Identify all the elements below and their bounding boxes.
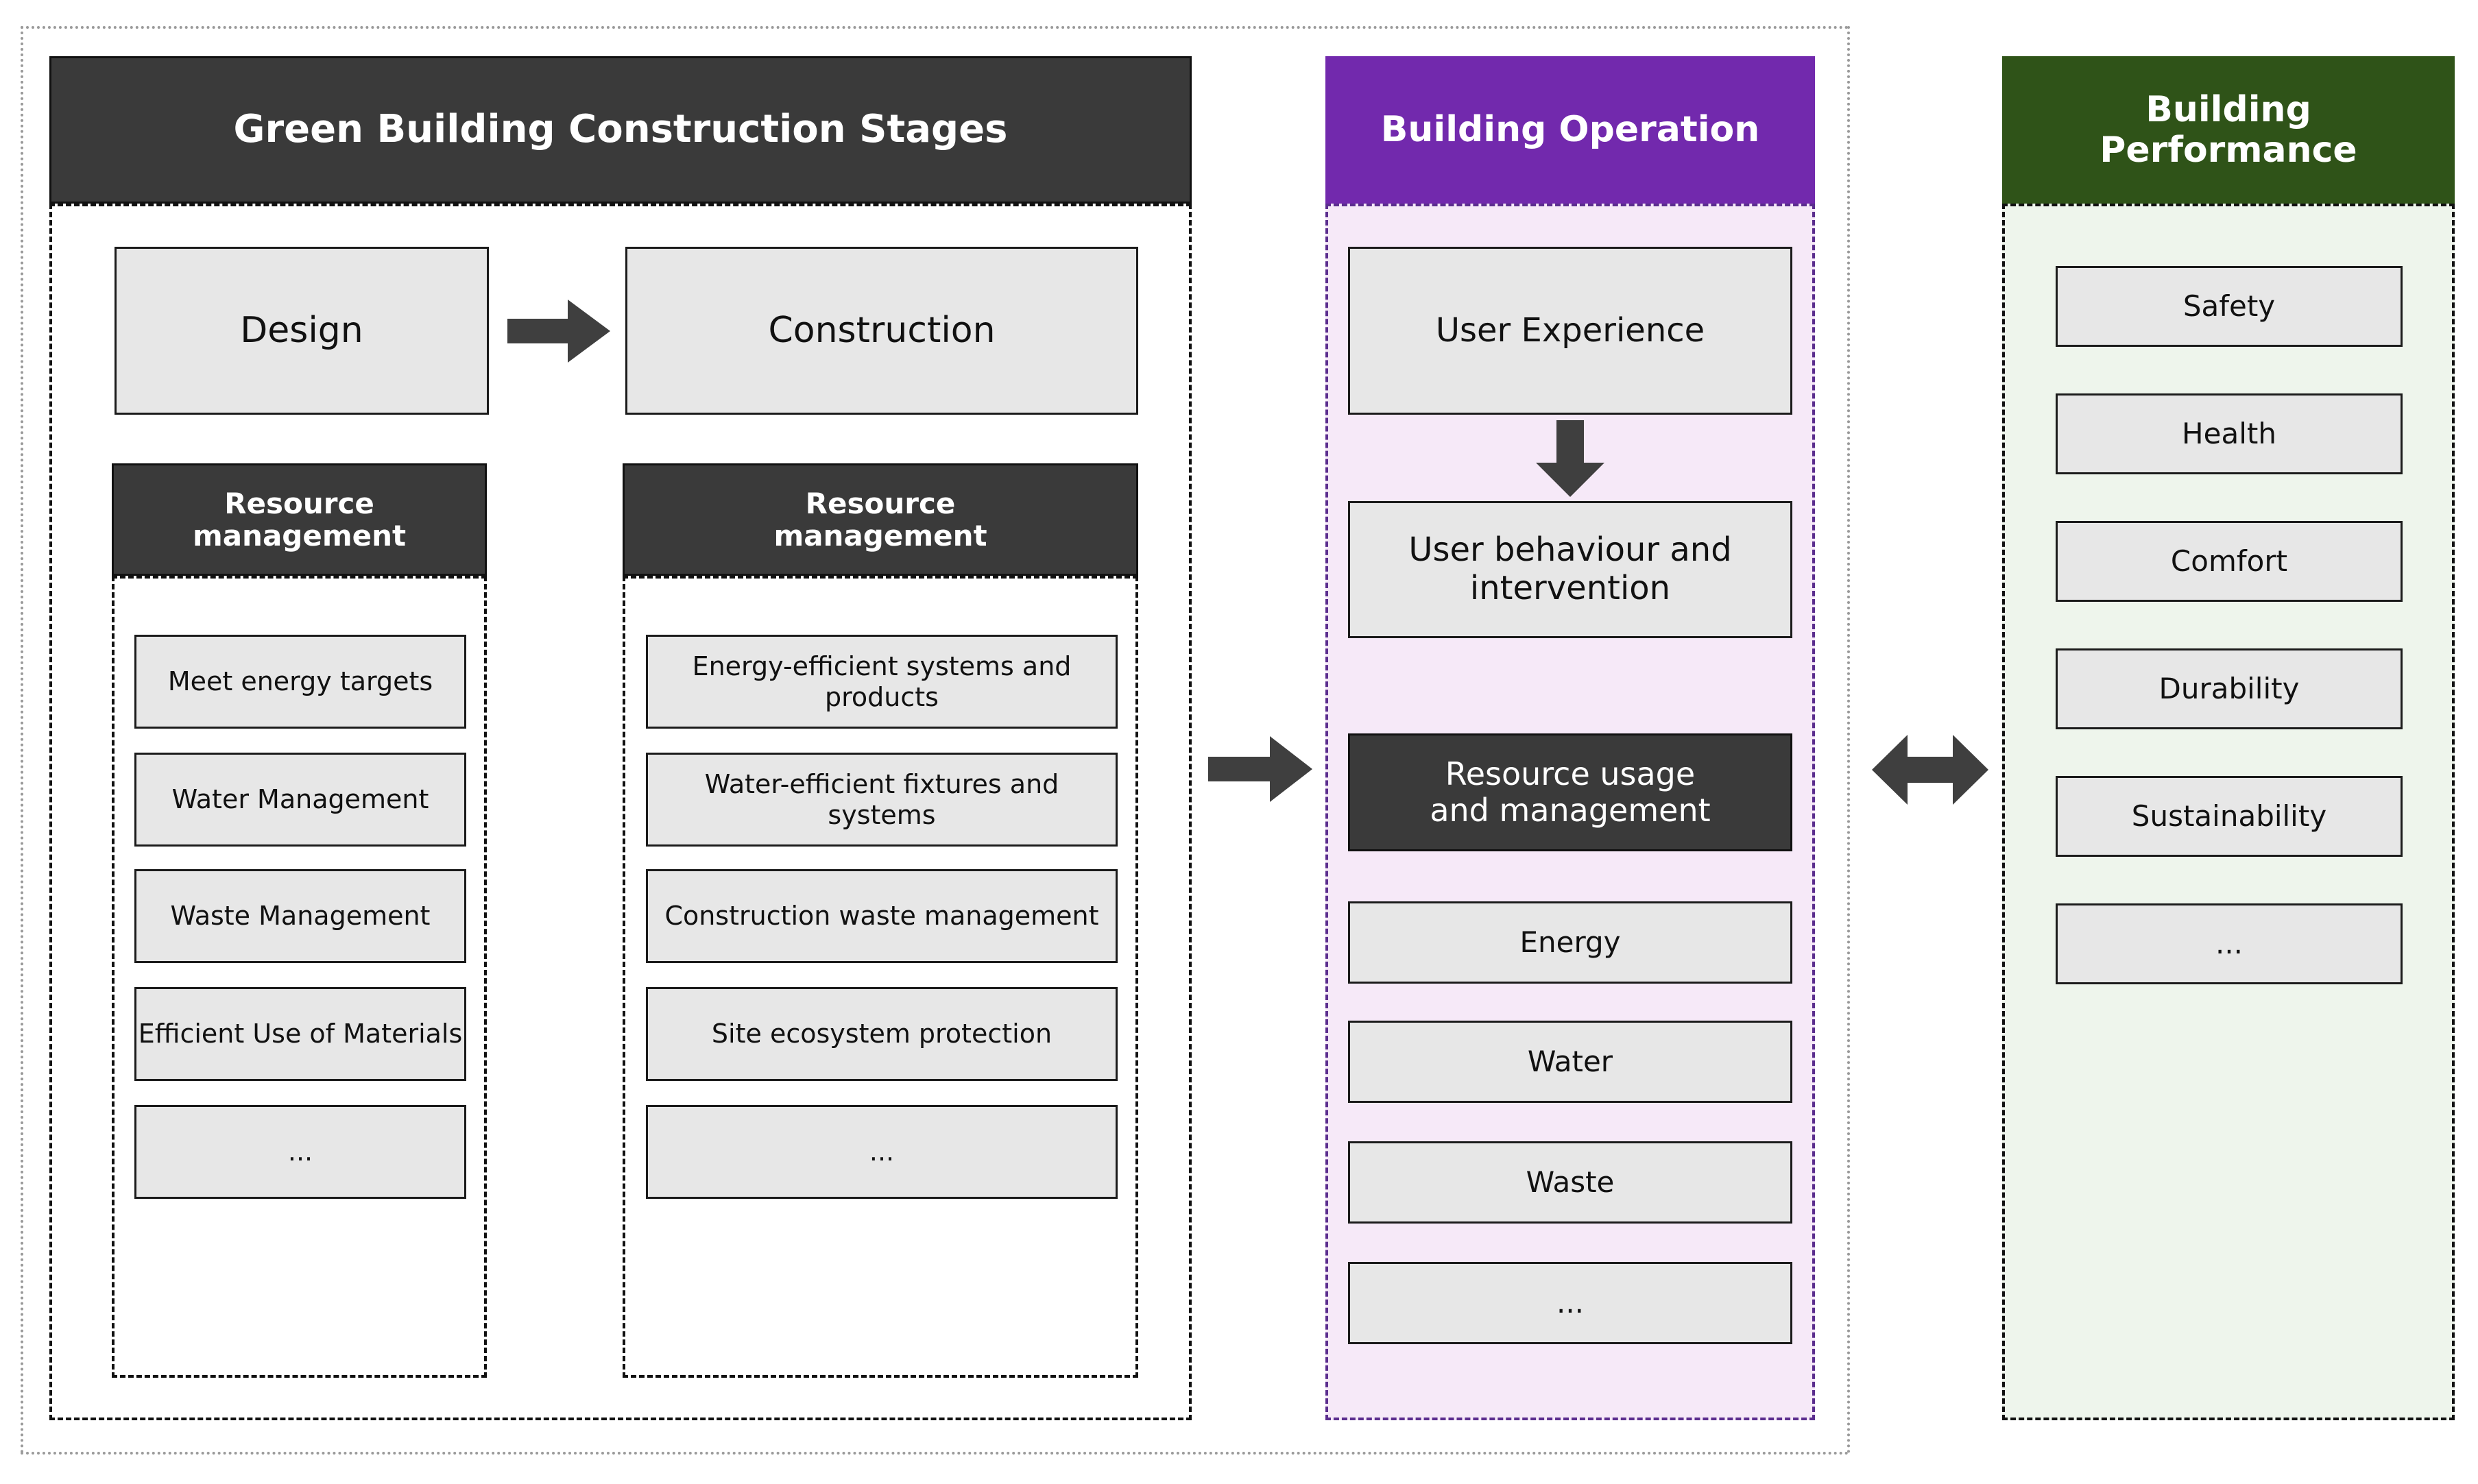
group-header-design-line1: Resource <box>224 486 374 520</box>
arrow-design-to-construction-icon <box>507 298 610 364</box>
list-item-label: ... <box>287 1136 313 1167</box>
building-performance-header-line2: Performance <box>2100 129 2357 171</box>
arrow-user-experience-to-behaviour-icon <box>1536 420 1604 497</box>
list-item-label: Meet energy targets <box>167 666 433 697</box>
building-performance-header: Building Performance <box>2002 56 2455 204</box>
list-item[interactable]: Efficient Use of Materials <box>134 987 466 1081</box>
list-item-label: Waste <box>1526 1165 1615 1199</box>
stages-operation-envelope <box>21 26 1850 1455</box>
list-item[interactable]: ... <box>646 1105 1118 1199</box>
group-header-construction-line1: Resource <box>805 486 956 520</box>
group-header-operation-resource-usage: Resource usage and management <box>1348 733 1792 851</box>
list-item[interactable]: Water <box>1348 1021 1792 1103</box>
list-item[interactable]: Safety <box>2056 266 2403 347</box>
list-item[interactable]: Site ecosystem protection <box>646 987 1118 1081</box>
list-item-label: Sustainability <box>2131 799 2327 833</box>
list-item[interactable]: Comfort <box>2056 521 2403 602</box>
operation-box-user-experience-label: User Experience <box>1435 311 1705 350</box>
list-item[interactable]: ... <box>1348 1262 1792 1344</box>
list-item-label: Durability <box>2158 671 2300 705</box>
group-header-construction-resource-management: Resource management <box>623 463 1138 576</box>
list-item[interactable]: Water Management <box>134 753 466 847</box>
group-header-construction-line2: management <box>773 519 987 552</box>
list-item-label: Waste Management <box>170 901 431 932</box>
stage-box-design[interactable]: Design <box>115 247 489 415</box>
list-item[interactable]: Durability <box>2056 648 2403 729</box>
construction-stages-header: Green Building Construction Stages <box>49 56 1192 204</box>
building-operation-header: Building Operation <box>1325 56 1815 204</box>
list-item-label: Efficient Use of Materials <box>138 1019 463 1049</box>
stage-box-construction[interactable]: Construction <box>625 247 1138 415</box>
stage-box-design-label: Design <box>240 310 363 352</box>
operation-box-user-experience[interactable]: User Experience <box>1348 247 1792 415</box>
list-item[interactable]: Waste Management <box>134 869 466 963</box>
list-item[interactable]: Health <box>2056 393 2403 474</box>
list-item[interactable]: ... <box>134 1105 466 1199</box>
list-item[interactable]: Waste <box>1348 1141 1792 1224</box>
list-item-label: Energy <box>1519 925 1621 959</box>
list-item-label: Water <box>1527 1044 1613 1078</box>
list-item-label: Site ecosystem protection <box>711 1019 1052 1049</box>
list-item[interactable]: Construction waste management <box>646 869 1118 963</box>
list-item-label: Comfort <box>2170 544 2288 578</box>
construction-stages-header-label: Green Building Construction Stages <box>233 107 1008 152</box>
operation-box-user-behaviour[interactable]: User behaviour and intervention <box>1348 501 1792 638</box>
list-item[interactable]: Energy-efficient systems and products <box>646 635 1118 729</box>
list-item[interactable]: ... <box>2056 903 2403 984</box>
list-item-label: Water-efficient fixtures and systems <box>704 769 1059 830</box>
list-item-label: ... <box>2215 926 2244 960</box>
building-operation-header-label: Building Operation <box>1380 109 1760 151</box>
list-item-label: ... <box>869 1136 895 1167</box>
list-item-label: ... <box>1556 1285 1585 1319</box>
stage-box-construction-label: Construction <box>768 310 996 352</box>
group-header-design-resource-management: Resource management <box>112 463 487 576</box>
list-item[interactable]: Water-efficient fixtures and systems <box>646 753 1118 847</box>
list-item-label: Safety <box>2182 289 2276 323</box>
list-item-label: Water Management <box>171 784 429 815</box>
list-item-label: Energy-efficient systems and products <box>692 651 1072 712</box>
list-item[interactable]: Meet energy targets <box>134 635 466 729</box>
operation-box-user-behaviour-label: User behaviour and intervention <box>1408 531 1732 607</box>
arrow-stages-to-operation-icon <box>1208 735 1312 803</box>
group-header-design-line2: management <box>192 519 407 552</box>
building-performance-header-line1: Building <box>2145 89 2311 131</box>
list-item-label: Health <box>2182 416 2276 450</box>
group-header-operation-line1: Resource usage <box>1445 755 1696 792</box>
group-header-operation-line2: and management <box>1430 792 1711 829</box>
arrow-operation-to-performance-icon <box>1872 733 1988 806</box>
list-item[interactable]: Energy <box>1348 901 1792 984</box>
list-item-label: Construction waste management <box>664 901 1099 932</box>
list-item[interactable]: Sustainability <box>2056 776 2403 857</box>
